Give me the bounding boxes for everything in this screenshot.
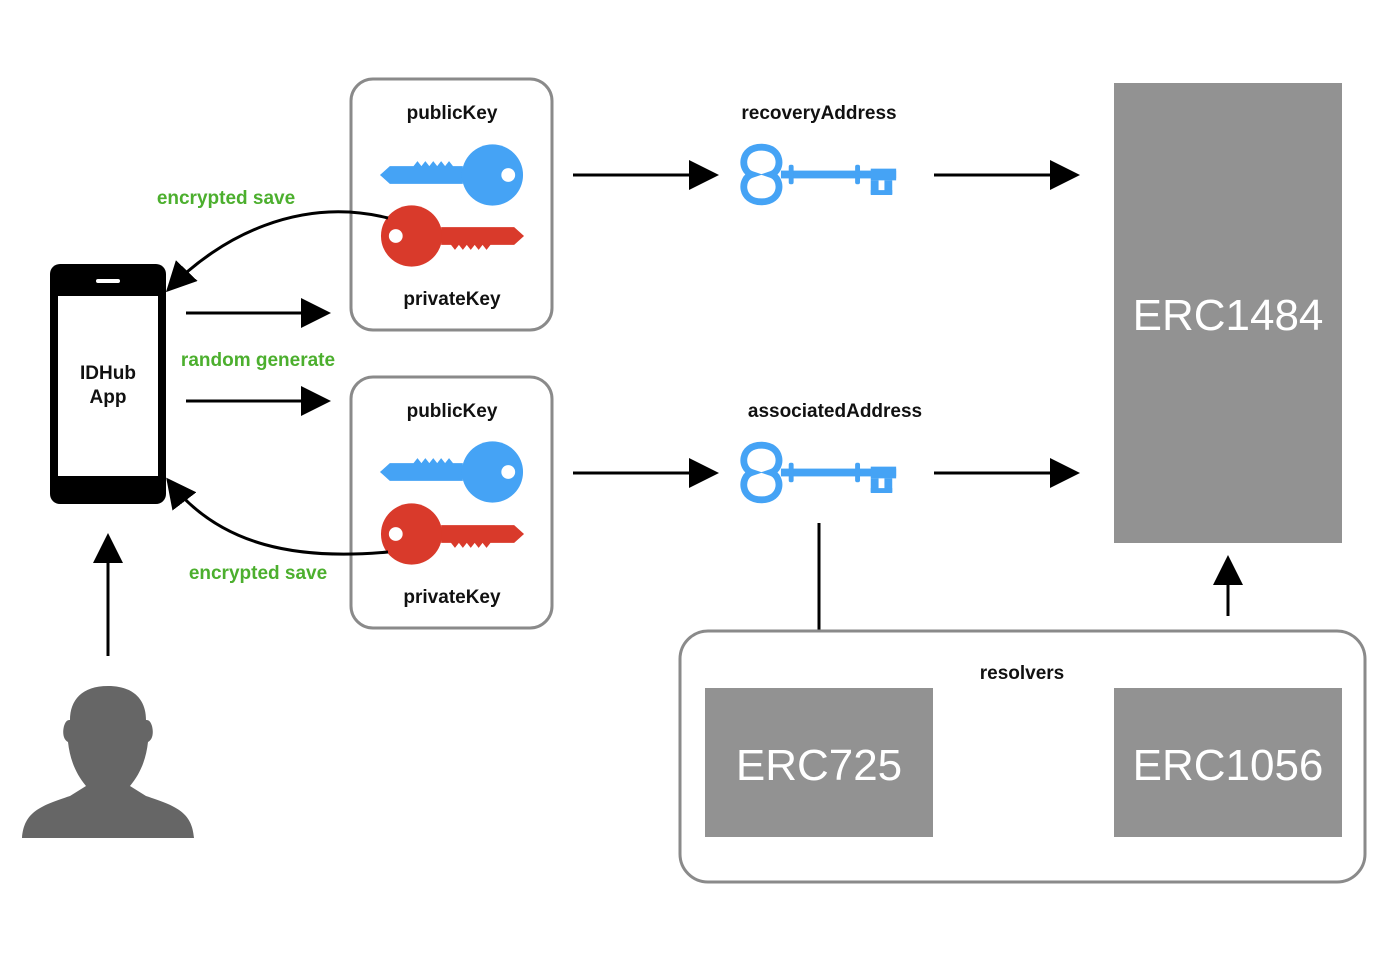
phone-label-line2: App (90, 387, 127, 408)
recovery-address-label: recoveryAddress (741, 103, 896, 124)
erc1056-contract (1114, 688, 1342, 837)
erc1484-label: ERC1484 (1133, 291, 1324, 340)
associated-address-label: associatedAddress (748, 401, 922, 422)
phone-device: IDHub App (50, 264, 166, 504)
keypair-box-bottom-frame (349, 375, 554, 630)
erc1484-contract (1114, 83, 1342, 543)
keypair-box-bottom: publicKey privateKey (349, 375, 554, 630)
public-key-label-top: publicKey (407, 103, 498, 124)
resolvers-label: resolvers (980, 663, 1065, 684)
erc725-label: ERC725 (736, 741, 902, 790)
random-generate-label: random generate (181, 350, 335, 371)
phone-label-line1: IDHub (80, 363, 136, 384)
keypair-box-top: publicKey privateKey (349, 77, 554, 332)
erc1056-label: ERC1056 (1133, 741, 1324, 790)
phone-speaker (96, 279, 120, 283)
person-silhouette-icon (22, 686, 194, 838)
keypair-box-top-frame (349, 77, 554, 332)
arrow-encrypted-save-top (165, 210, 389, 293)
encrypted-save-label-bottom: encrypted save (189, 563, 327, 584)
resolvers-container: resolvers ERC725 ERC1056 (678, 629, 1367, 884)
phone-screen (58, 296, 158, 476)
skeleton-key-icon (744, 147, 896, 202)
arrow-encrypted-save-bottom (166, 477, 389, 556)
public-key-label-bottom: publicKey (407, 401, 498, 422)
private-key-label-bottom: privateKey (403, 587, 501, 608)
encrypted-save-label-top: encrypted save (157, 188, 295, 209)
private-key-label-top: privateKey (403, 289, 501, 310)
erc725-contract (705, 688, 933, 837)
skeleton-key-icon (744, 445, 896, 500)
